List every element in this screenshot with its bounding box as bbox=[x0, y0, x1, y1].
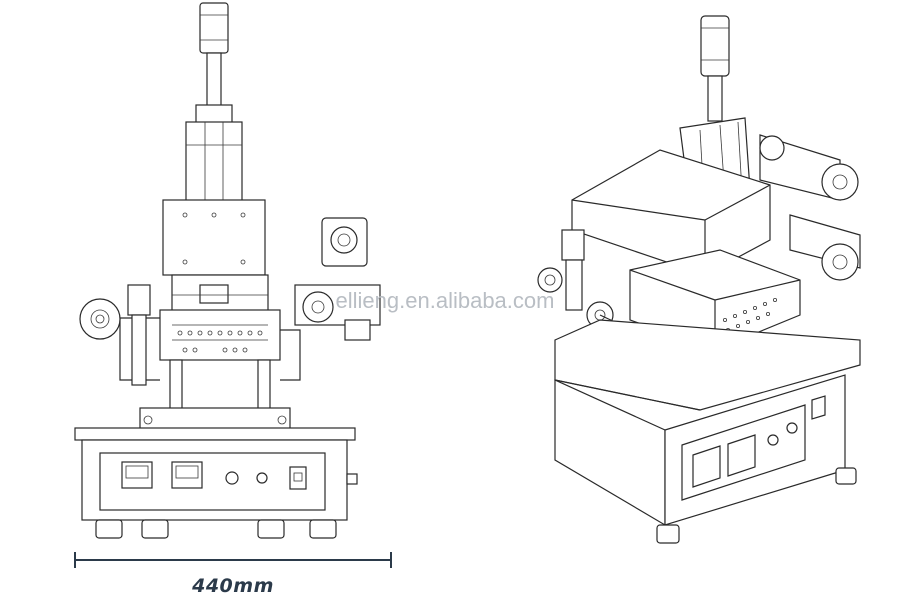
dimension-line bbox=[74, 552, 392, 568]
isometric-view bbox=[537, 15, 861, 544]
front-view bbox=[74, 2, 381, 539]
dimension-label: 440mm bbox=[191, 575, 274, 597]
table-holes bbox=[177, 330, 263, 353]
watermark-text: ellieng.en.alibaba.com bbox=[336, 288, 555, 313]
